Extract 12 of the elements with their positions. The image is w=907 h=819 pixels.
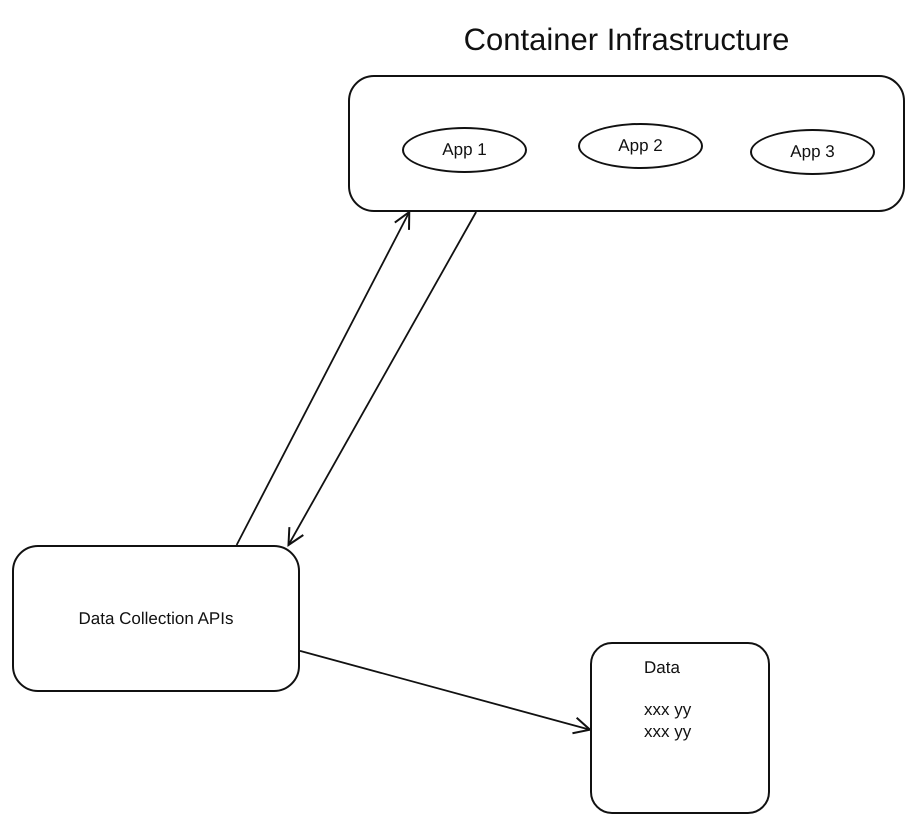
arrow: [236, 211, 410, 546]
app-ellipse: App 1: [402, 127, 527, 173]
card-text: xxx yy: [644, 722, 692, 742]
arrow: [300, 650, 591, 734]
arrow: [287, 212, 477, 546]
card-text: Data: [644, 658, 681, 678]
process-box: Data Collection APIs: [12, 545, 300, 692]
card-text: xxx yy: [644, 700, 692, 720]
app-ellipse: App 2: [578, 123, 703, 169]
app-ellipse: App 3: [750, 129, 875, 175]
data-card: [590, 642, 770, 814]
diagram-heading: Container Infrastructure: [462, 22, 790, 58]
